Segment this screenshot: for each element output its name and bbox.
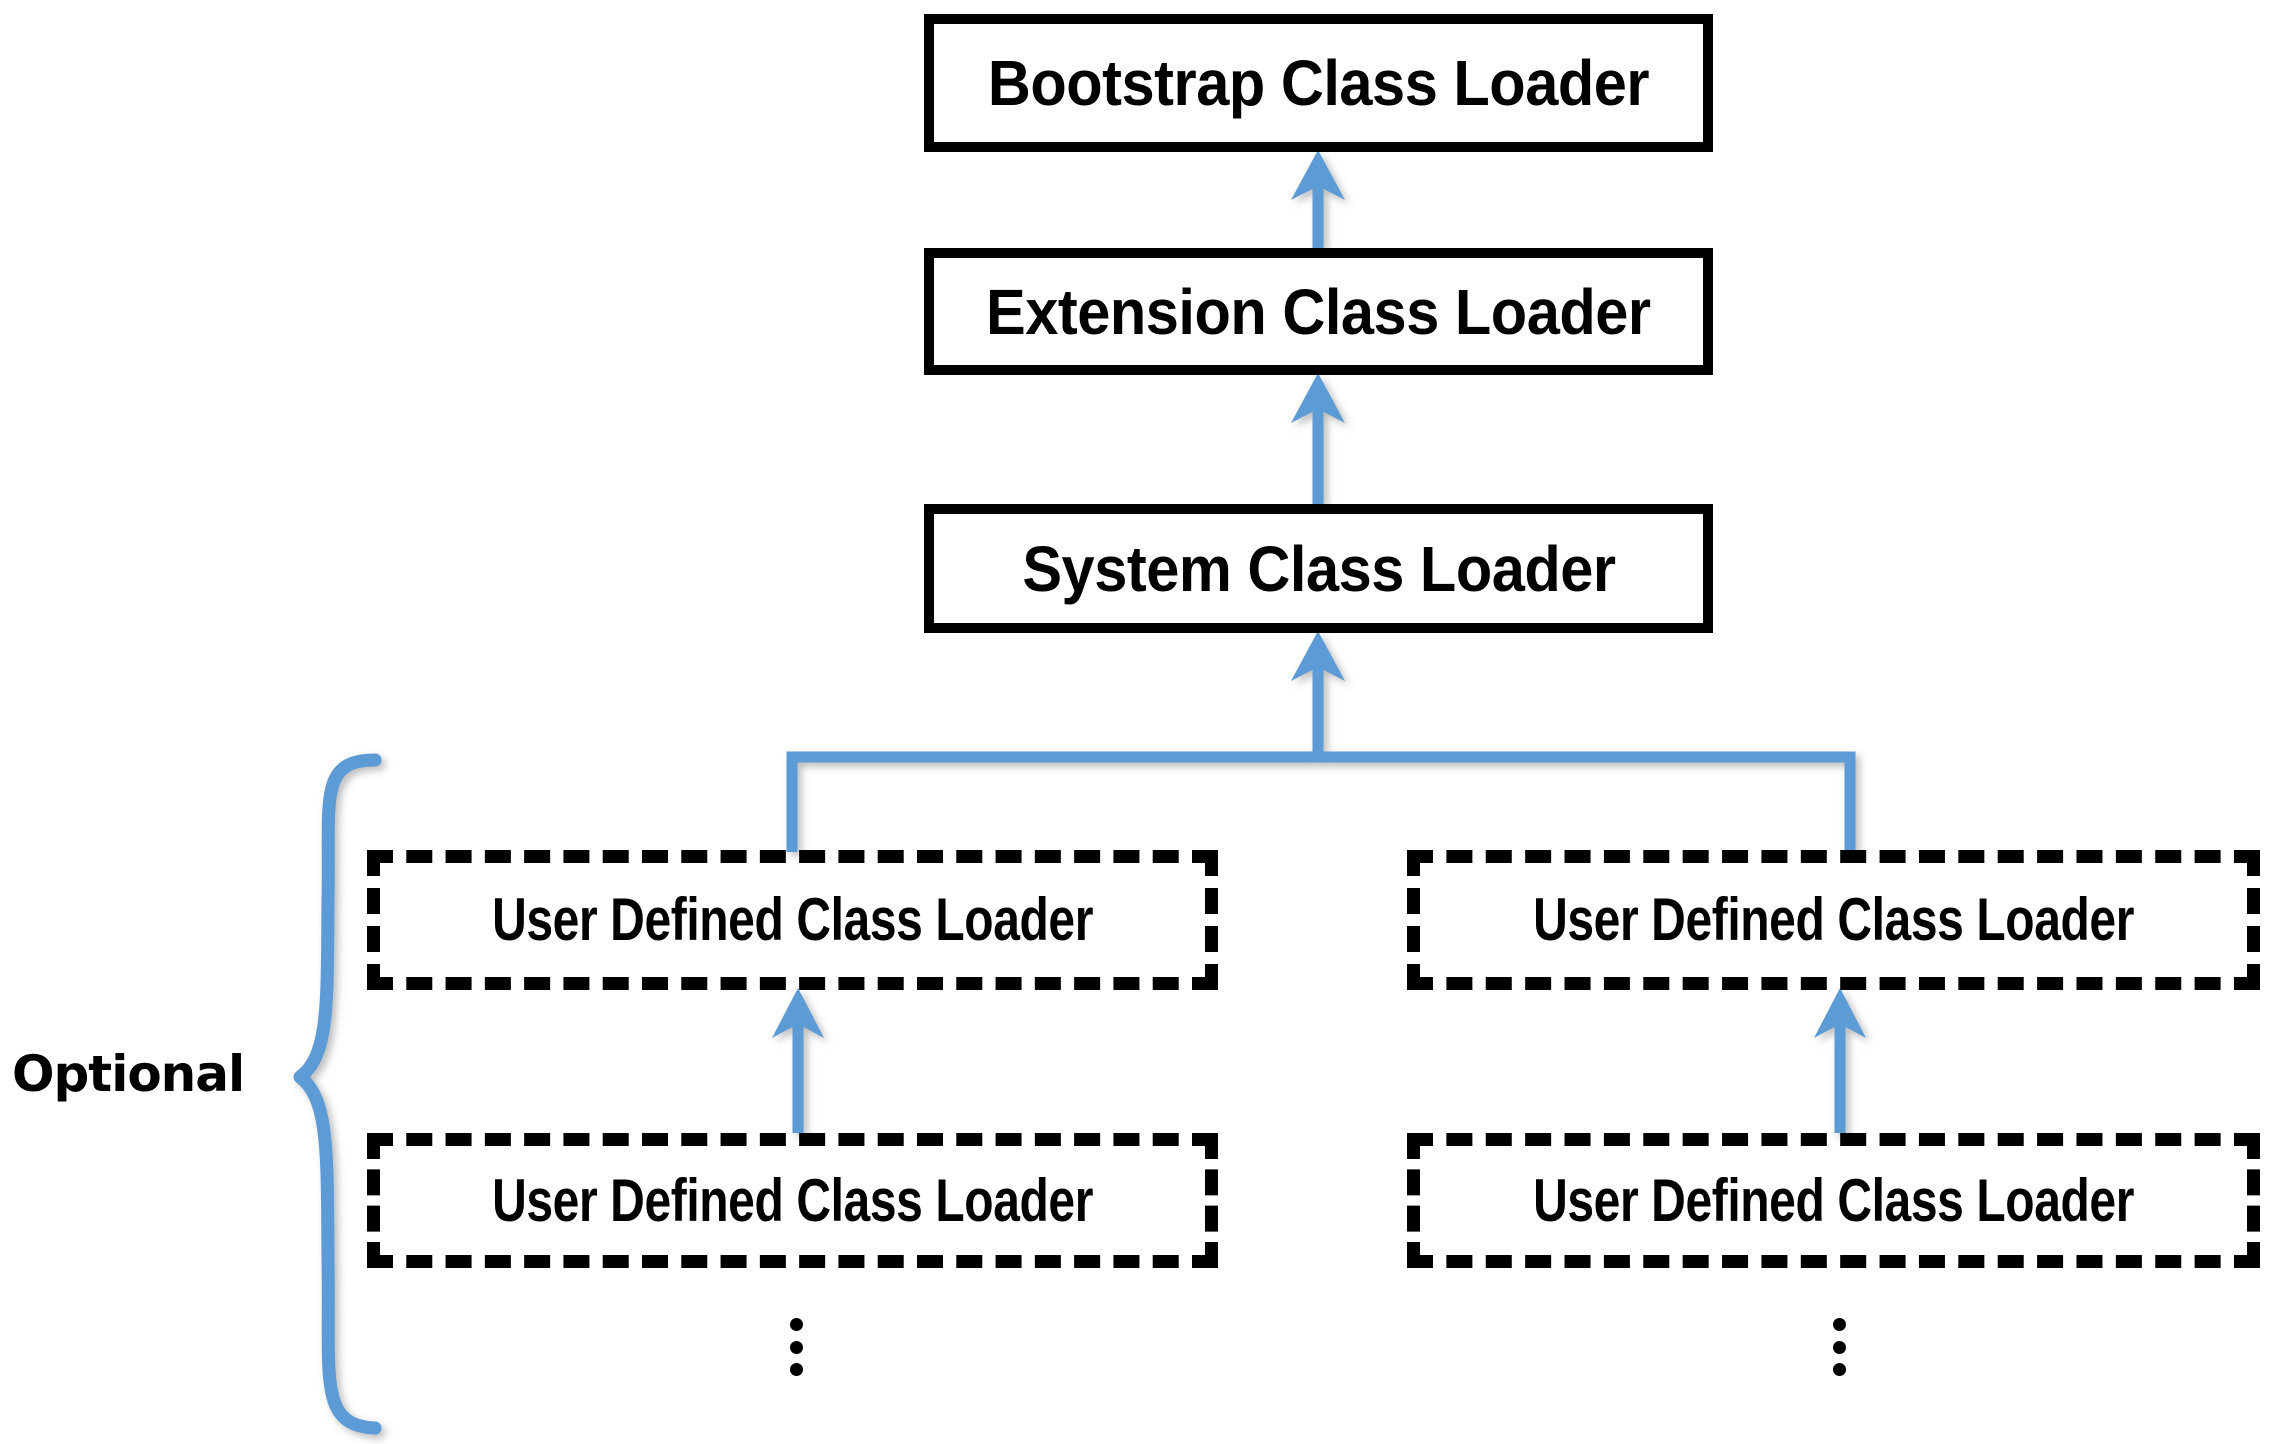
ellipsis-dot — [1832, 1340, 1846, 1354]
user-defined-class-loader-box-left-top[interactable]: User Defined Class Loader — [367, 850, 1218, 990]
extension-class-loader-label: Extension Class Loader — [986, 275, 1651, 348]
user-defined-class-loader-label-right-bottom: User Defined Class Loader — [1533, 1166, 2134, 1234]
arrow-extension-to-bootstrap — [1291, 150, 1345, 248]
arrow-system-to-extension — [1291, 373, 1345, 504]
user-defined-class-loader-box-left-bottom[interactable]: User Defined Class Loader — [367, 1133, 1218, 1268]
bootstrap-class-loader-label: Bootstrap Class Loader — [987, 47, 1650, 119]
ellipsis-dot — [789, 1318, 803, 1331]
bootstrap-class-loader-box[interactable]: Bootstrap Class Loader — [924, 14, 1713, 152]
extension-class-loader-box[interactable]: Extension Class Loader — [924, 248, 1713, 375]
system-class-loader-label: System Class Loader — [1021, 532, 1616, 605]
user-defined-class-loader-box-right-bottom[interactable]: User Defined Class Loader — [1407, 1133, 2260, 1268]
user-defined-class-loader-label-left-bottom: User Defined Class Loader — [492, 1166, 1093, 1234]
user-defined-class-loader-label-right-top: User Defined Class Loader — [1533, 886, 2134, 953]
vertical-ellipsis-icon-right — [1832, 1318, 1846, 1376]
vertical-ellipsis-icon-left — [789, 1318, 803, 1376]
ellipsis-dot — [789, 1340, 803, 1354]
optional-brace — [293, 753, 382, 1435]
ellipsis-dot — [1832, 1363, 1846, 1376]
system-class-loader-box[interactable]: System Class Loader — [924, 504, 1713, 633]
arrow-right-bottom-to-right-top — [1814, 988, 1866, 1133]
ellipsis-dot — [789, 1363, 803, 1376]
user-defined-class-loader-box-right-top[interactable]: User Defined Class Loader — [1407, 850, 2260, 990]
user-defined-class-loader-label-left-top: User Defined Class Loader — [492, 886, 1093, 953]
optional-annotation-label: Optional — [12, 1045, 245, 1103]
connector-bus — [786, 751, 1856, 852]
arrow-left-bottom-to-left-top — [772, 988, 824, 1133]
arrow-userdefined-to-system — [1291, 631, 1345, 760]
ellipsis-dot — [1832, 1318, 1846, 1331]
